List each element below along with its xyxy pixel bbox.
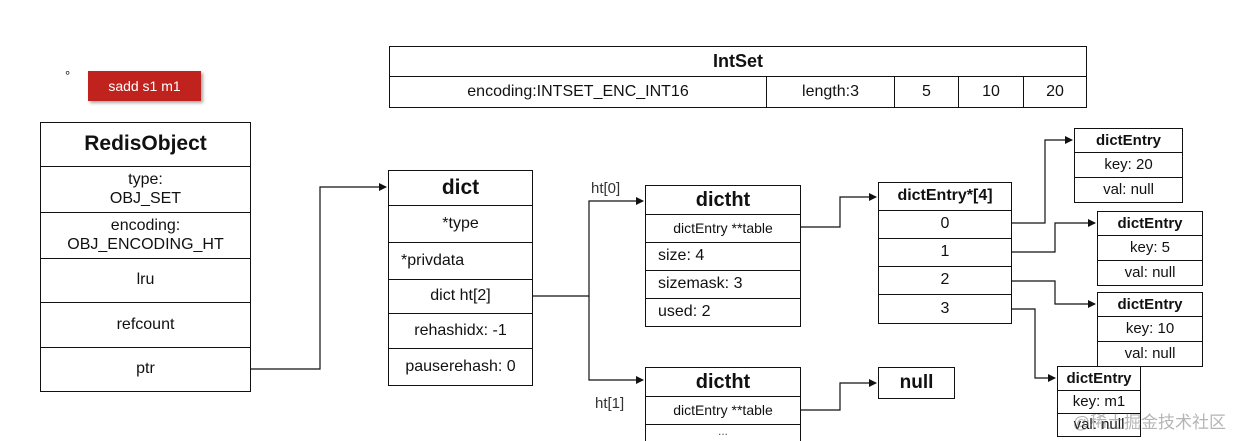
null-box: null [878, 367, 955, 399]
dict-entry-key: key: 20 [1074, 152, 1183, 178]
dictht1-table: dictEntry **table [645, 396, 801, 425]
intset-value: 5 [894, 76, 959, 108]
dictht0-size: size: 4 [645, 242, 801, 271]
redis-object-ptr: ptr [40, 347, 251, 392]
bullet-mark: ° [65, 68, 71, 83]
dict-entry-val: val: null [1057, 413, 1141, 437]
bucket-slot: 0 [878, 210, 1012, 239]
dict-entry-key: key: 10 [1097, 316, 1203, 342]
wire-table1-to-null [800, 379, 877, 411]
bucket-array-title: dictEntry*[4] [878, 182, 1012, 211]
bucket-slot: 1 [878, 238, 1012, 267]
dict-privdata: *privdata [388, 242, 533, 280]
watermark: @稀土掘金技术社区 [1072, 413, 1226, 432]
dictht0-used: used: 2 [645, 298, 801, 327]
dictht0-title: dictht [645, 185, 801, 215]
wire-slot3-to-entrym1 [1012, 308, 1056, 382]
dict-type: *type [388, 205, 533, 243]
dict-entry-key: key: m1 [1057, 390, 1141, 414]
intset-value: 20 [1023, 76, 1087, 108]
wire-ht-to-dictht1 [588, 296, 644, 384]
intset-title: IntSet [389, 46, 1087, 77]
wire-ptr-to-dict [250, 183, 387, 370]
dictht0-table: dictEntry **table [645, 214, 801, 243]
label-ht0: ht[0] [591, 180, 621, 197]
wire-slot0-to-entry20 [1012, 136, 1073, 224]
redis-object-type: type: OBJ_SET [40, 166, 251, 213]
redis-object-refcount: refcount [40, 302, 251, 348]
bucket-slot: 3 [878, 294, 1012, 324]
dict-entry-title: dictEntry [1057, 366, 1141, 391]
dictht0-sizemask: sizemask: 3 [645, 270, 801, 299]
wire-slot2-to-entry10 [1012, 280, 1096, 308]
dictht1-title: dictht [645, 367, 801, 397]
intset-encoding: encoding:INTSET_ENC_INT16 [389, 76, 767, 108]
intset-value: 10 [958, 76, 1024, 108]
label-ht1: ht[1] [595, 395, 625, 412]
dict-entry-title: dictEntry [1097, 211, 1203, 236]
dict-pauserehash: pauserehash: 0 [388, 348, 533, 386]
dict-entry-val: val: null [1097, 260, 1203, 286]
redis-object-encoding: encoding: OBJ_ENCODING_HT [40, 212, 251, 259]
bucket-slot: 2 [878, 266, 1012, 295]
dictht1-partial-row: ... [645, 424, 801, 441]
dict-entry-key: key: 5 [1097, 235, 1203, 261]
dict-entry-title: dictEntry [1097, 292, 1203, 317]
intset-length: length:3 [766, 76, 895, 108]
redis-object-lru: lru [40, 258, 251, 303]
command-tag: sadd s1 m1 [88, 71, 201, 101]
dict-entry-title: dictEntry [1074, 128, 1183, 153]
wire-table-to-buckets [800, 193, 877, 228]
wire-slot1-to-entry5 [1012, 219, 1096, 253]
dict-ht: dict ht[2] [388, 279, 533, 314]
wire-ht-to-dictht0 [533, 197, 644, 297]
redis-object-title: RedisObject [40, 122, 251, 167]
dict-entry-val: val: null [1074, 177, 1183, 203]
dict-rehashidx: rehashidx: -1 [388, 313, 533, 349]
dict-title: dict [388, 170, 533, 206]
dict-entry-val: val: null [1097, 341, 1203, 367]
